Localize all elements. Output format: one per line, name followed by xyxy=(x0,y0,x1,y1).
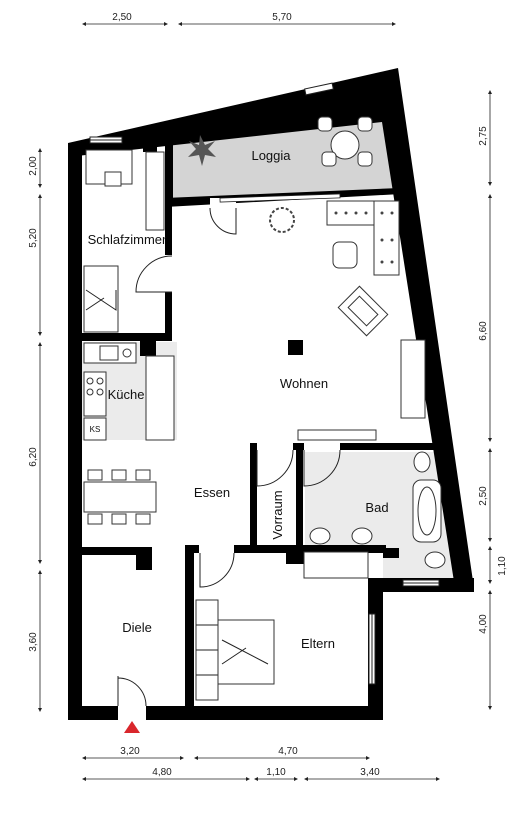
living-furniture xyxy=(269,200,426,441)
entrance-arrow xyxy=(124,721,140,733)
kitchen-furniture xyxy=(83,342,175,441)
room-label-ks: KS xyxy=(90,425,101,434)
door-swings xyxy=(117,207,341,707)
dining-furniture xyxy=(83,469,157,525)
dim-right-4: 4,00 xyxy=(478,614,489,634)
windows xyxy=(89,82,440,685)
room-label-schlafzimmer: Schlafzimmer xyxy=(88,232,167,247)
room-label-eltern: Eltern xyxy=(301,636,335,651)
dim-left-1: 5,20 xyxy=(28,228,39,248)
diele-furniture xyxy=(195,599,275,701)
dim-right-3: 1,10 xyxy=(497,556,508,576)
room-label-essen: Essen xyxy=(194,485,230,500)
room-label-diele: Diele xyxy=(122,620,152,635)
room-label-loggia: Loggia xyxy=(251,148,291,163)
dim-right-1: 6,60 xyxy=(478,321,489,341)
dim-top-0: 2,50 xyxy=(112,12,132,23)
dimension-lines xyxy=(38,22,492,781)
dim-left-3: 3,60 xyxy=(28,632,39,652)
dim-top-1: 5,70 xyxy=(272,12,292,23)
room-label-kueche: Küche xyxy=(108,387,145,402)
dim-left-2: 6,20 xyxy=(28,447,39,467)
door-openings xyxy=(118,198,340,722)
dim-bottom2-1: 1,10 xyxy=(266,767,286,778)
room-label-bad: Bad xyxy=(365,500,388,515)
dim-bottom1-0: 3,20 xyxy=(120,746,140,757)
dim-left-0: 2,00 xyxy=(28,156,39,176)
room-label-wohnen: Wohnen xyxy=(280,376,328,391)
dim-bottom2-2: 3,40 xyxy=(360,767,380,778)
room-label-vorraum: Vorraum xyxy=(270,490,285,539)
dim-bottom1-1: 4,70 xyxy=(278,746,298,757)
dim-bottom2-0: 4,80 xyxy=(152,767,172,778)
loggia-furniture xyxy=(188,116,373,167)
bedroom-furniture xyxy=(83,149,165,333)
dim-right-2: 2,50 xyxy=(478,486,489,506)
dim-right-0: 2,75 xyxy=(478,126,489,146)
bathroom-fixtures xyxy=(303,451,446,579)
